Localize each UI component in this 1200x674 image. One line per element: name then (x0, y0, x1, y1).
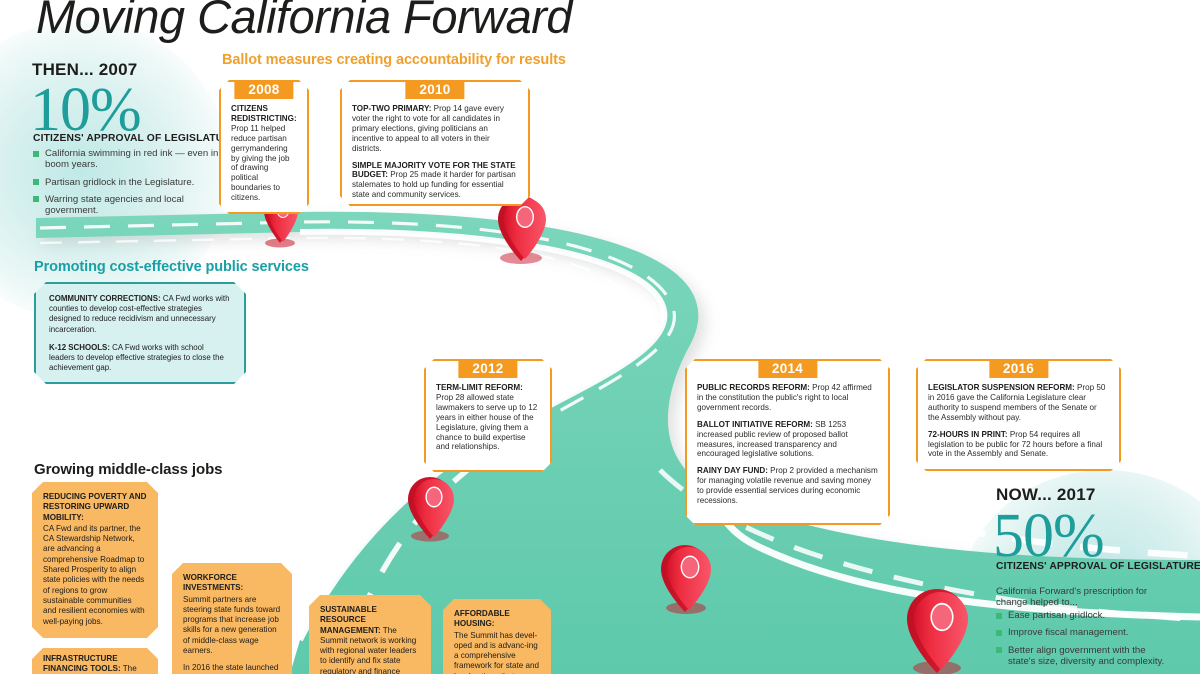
year-tab-2012: 2012 (458, 360, 517, 378)
now-caption: CITIZENS' APPROVAL OF LEGISLATURE (996, 561, 1200, 572)
year-item: CITIZENS REDISTRICTING: Prop 11 helped r… (231, 104, 297, 203)
year-item-text: Prop 54 requires all legislation to be p… (928, 429, 1103, 459)
year-item-text: Prop 14 gave every voter the right to vo… (352, 104, 504, 153)
services-item: COMMUNITY CORRECTIONS: CA Fwd works with… (49, 294, 231, 335)
job-item-text: The Summit network (122, 664, 137, 674)
year-item-label: LEGISLATOR SUSPENSION REFORM: (928, 383, 1075, 392)
year-item-label: TERM-LIMIT REFORM: (436, 383, 523, 392)
then-percent: 10% (30, 76, 142, 144)
year-tab-2016: 2016 (989, 360, 1048, 378)
year-tab-2008: 2008 (234, 81, 293, 99)
services-item-label: K-12 SCHOOLS: (49, 342, 110, 352)
year-card-2014-body: PUBLIC RECORDS REFORM: Prop 42 affirmed … (687, 361, 888, 514)
list-item: Improve fiscal management. (996, 627, 1174, 638)
job-item: INFRASTRUCTURE FINANCING TOOLS: The Summ… (43, 654, 147, 674)
job-card-sustainable-resource[interactable]: SUSTAINABLE RESOURCE MANAGEMENT: The Sum… (309, 595, 431, 674)
job-item-text: The Summit has devel-oped and is advanc-… (454, 630, 540, 671)
year-item-text: Prop 2 provided a mechanism for managing… (697, 466, 878, 506)
year-item-label: TOP-TWO PRIMARY: (352, 104, 432, 113)
list-item: California swimming in red ink — even in… (33, 148, 223, 171)
job-item-label: AFFORDABLE HOUSING: (454, 609, 510, 629)
year-tab-2010: 2010 (405, 81, 464, 99)
services-item-text: CA Fwd works with school leaders to deve… (49, 342, 224, 373)
then-bullet-list: California swimming in red ink — even in… (33, 148, 223, 222)
pin-2014 (661, 545, 711, 614)
job-card-infrastructure-financing[interactable]: INFRASTRUCTURE FINANCING TOOLS: The Summ… (32, 648, 158, 674)
year-item-text: SB 1253 increased public review of propo… (697, 419, 848, 459)
job-card-body: REDUCING POVERTY AND RESTORING UPWARD MO… (32, 482, 158, 637)
year-tab-2014: 2014 (758, 360, 817, 378)
job-card-body: INFRASTRUCTURE FINANCING TOOLS: The Summ… (32, 648, 158, 674)
section-heading-ballot: Ballot measures creating accountability … (222, 52, 566, 68)
now-bullet-list: Ease partisan gridlock. Improve fiscal m… (996, 610, 1174, 673)
job-item-label: REDUCING POVERTY AND RESTORING UPWARD MO… (43, 492, 147, 522)
year-item-text: Prop 42 affirmed in the constitution the… (697, 383, 872, 412)
job-card-body: SUSTAINABLE RESOURCE MANAGEMENT: The Sum… (309, 595, 431, 674)
year-item: TERM-LIMIT REFORM: Prop 28 allowed state… (436, 383, 540, 452)
year-card-2008[interactable]: 2008 CITIZENS REDISTRICTING: Prop 11 hel… (219, 80, 309, 214)
job-item-label: INFRASTRUCTURE FINANCING TOOLS: (43, 654, 121, 674)
year-item-text: Prop 28 allowed state lawmakers to serve… (436, 392, 538, 452)
year-item-label: PUBLIC RECORDS REFORM: (697, 383, 810, 392)
section-heading-jobs: Growing middle-class jobs (34, 461, 223, 478)
now-note: California Forward's prescription for ch… (996, 586, 1148, 609)
year-item-label: SIMPLE MAJORITY VOTE FOR THE STATE BUDGE… (352, 160, 516, 180)
services-card-body: COMMUNITY CORRECTIONS: CA Fwd works with… (36, 284, 244, 383)
services-item-text: CA Fwd works with counties to develop co… (49, 294, 230, 334)
list-item: Better align government with the state's… (996, 645, 1174, 668)
year-item: SIMPLE MAJORITY VOTE FOR THE STATE BUDGE… (352, 161, 518, 201)
now-heading: NOW... 2017 (996, 485, 1096, 504)
year-item: TOP-TWO PRIMARY: Prop 14 gave every vote… (352, 104, 518, 154)
year-card-2012[interactable]: 2012 TERM-LIMIT REFORM: Prop 28 allowed … (424, 359, 552, 472)
job-item-text: CA Fwd and its partner, the CA Stewardsh… (43, 523, 145, 626)
then-heading: THEN... 2007 (32, 60, 138, 79)
job-item: WORKFORCE INVESTMENTS: (183, 573, 281, 594)
pin-2012 (408, 477, 454, 542)
job-card-reducing-poverty[interactable]: REDUCING POVERTY AND RESTORING UPWARD MO… (32, 482, 158, 638)
year-item-label: CITIZENS REDISTRICTING: (231, 104, 297, 123)
year-card-2010[interactable]: 2010 TOP-TWO PRIMARY: Prop 14 gave every… (340, 80, 530, 206)
job-item: AFFORDABLE HOUSING: (454, 609, 540, 630)
year-item: LEGISLATOR SUSPENSION REFORM: Prop 50 in… (928, 383, 1109, 423)
year-card-2014[interactable]: 2014 PUBLIC RECORDS REFORM: Prop 42 affi… (685, 359, 890, 525)
year-card-2008-body: CITIZENS REDISTRICTING: Prop 11 helped r… (221, 82, 307, 211)
job-item: REDUCING POVERTY AND RESTORING UPWARD MO… (43, 492, 147, 523)
year-item: BALLOT INITIATIVE REFORM: SB 1253 increa… (697, 420, 878, 460)
year-item-text: Prop 25 made it harder for partisan stal… (352, 170, 516, 200)
job-item-label: SUSTAINABLE RESOURCE MANAGEMENT: (320, 605, 381, 635)
job-card-body: WORKFORCE INVESTMENTS: Summit partners a… (172, 563, 292, 674)
year-item: PUBLIC RECORDS REFORM: Prop 42 affirmed … (697, 383, 878, 413)
job-card-workforce-investments[interactable]: WORKFORCE INVESTMENTS: Summit partners a… (172, 563, 292, 674)
year-item-text: Prop 50 in 2016 gave the California Legi… (928, 383, 1106, 422)
pin-2016 (907, 588, 968, 674)
list-item: Partisan gridlock in the Legislature. (33, 177, 223, 188)
year-card-2016[interactable]: 2016 LEGISLATOR SUSPENSION REFORM: Prop … (916, 359, 1121, 471)
year-card-2012-body: TERM-LIMIT REFORM: Prop 28 allowed state… (426, 361, 550, 460)
pin-2010 (498, 196, 546, 264)
job-item-text-2: In 2016 the state launched the Strong Wo… (183, 663, 279, 673)
page-title: Moving California Forward (36, 0, 573, 43)
job-card-body: AFFORDABLE HOUSING: The Summit has devel… (443, 599, 551, 674)
services-item-label: COMMUNITY CORRECTIONS: (49, 294, 161, 303)
year-item: 72-HOURS IN PRINT: Prop 54 requires all … (928, 430, 1109, 460)
year-card-2010-body: TOP-TWO PRIMARY: Prop 14 gave every vote… (342, 82, 528, 208)
year-item-label: BALLOT INITIATIVE REFORM: (697, 419, 813, 429)
list-item: Ease partisan gridlock. (996, 610, 1174, 621)
job-card-affordable-housing[interactable]: AFFORDABLE HOUSING: The Summit has devel… (443, 599, 551, 674)
year-card-2016-body: LEGISLATOR SUSPENSION REFORM: Prop 50 in… (918, 361, 1119, 467)
then-caption: CITIZENS' APPROVAL OF LEGISLATURE (33, 133, 238, 144)
job-item-text: Summit partners are steering state funds… (183, 594, 281, 656)
section-heading-services: Promoting cost-effective public services (34, 259, 309, 275)
job-item-label: WORKFORCE INVESTMENTS: (183, 573, 244, 593)
list-item: Warring state agencies and local governm… (33, 194, 223, 217)
year-item-label: 72-HOURS IN PRINT: (928, 429, 1008, 439)
services-card[interactable]: COMMUNITY CORRECTIONS: CA Fwd works with… (34, 282, 246, 384)
job-item-text: The Summit network is working with regio… (320, 625, 417, 674)
year-item: RAINY DAY FUND: Prop 2 provided a mechan… (697, 466, 878, 506)
now-percent: 50% (993, 502, 1105, 570)
job-item: SUSTAINABLE RESOURCE MANAGEMENT: The Sum… (320, 605, 420, 674)
year-item-text: Prop 11 helped reduce partisan gerrymand… (231, 123, 290, 203)
services-item: K-12 SCHOOLS: CA Fwd works with school l… (49, 343, 231, 374)
year-item-label: RAINY DAY FUND: (697, 466, 768, 476)
